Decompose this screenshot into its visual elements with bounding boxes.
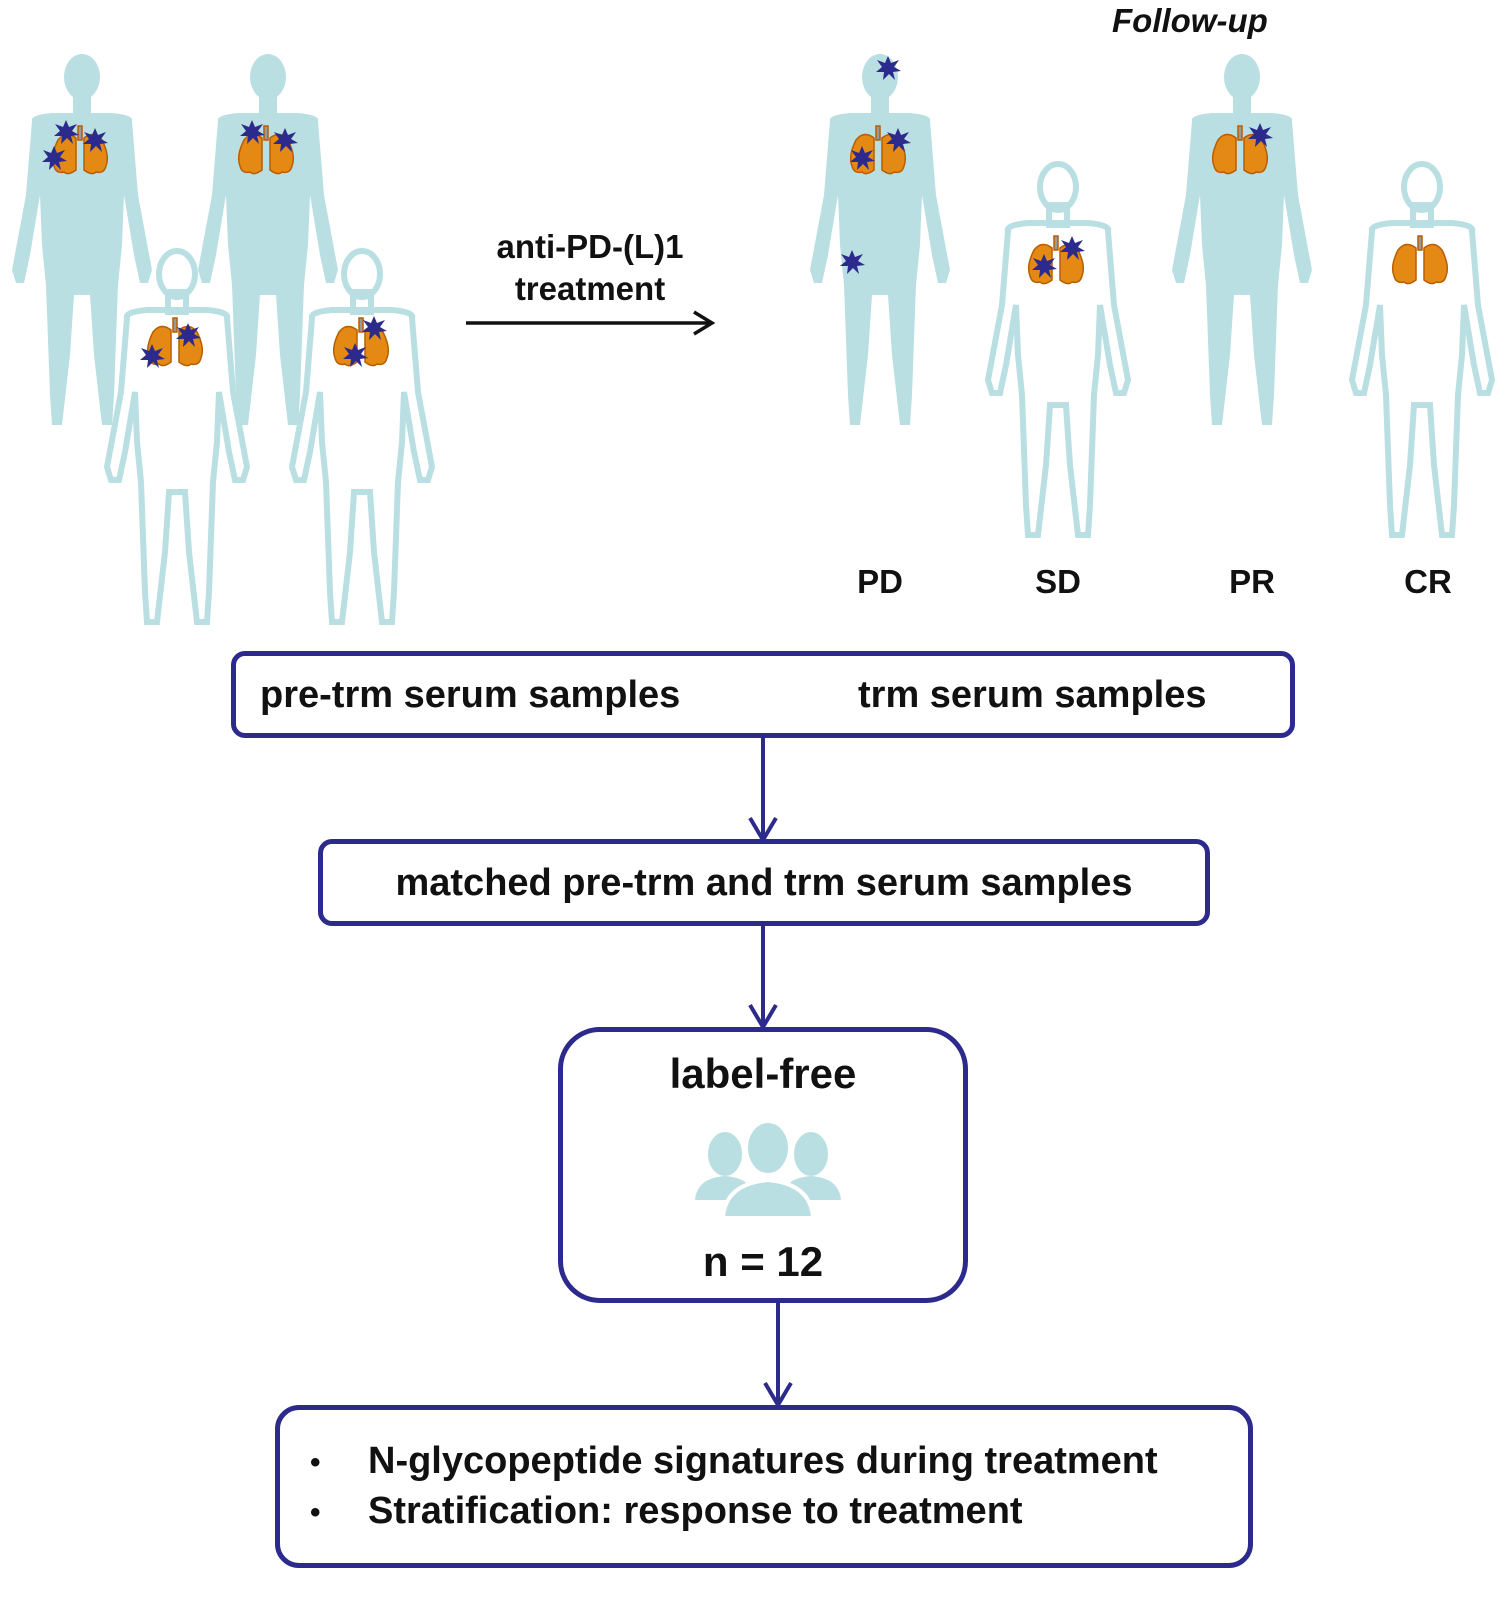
- patient-filled-1: [12, 54, 152, 425]
- outcome-label-cr: CR: [1404, 563, 1452, 600]
- trm-samples-label: trm serum samples: [858, 674, 1207, 716]
- bullet-dot-icon: •: [310, 1445, 321, 1479]
- outcome-label-pd: PD: [857, 563, 903, 600]
- outcome-label-sd: SD: [1035, 563, 1081, 600]
- group-people-icon: [695, 1120, 841, 1218]
- matched-samples-label: matched pre-trm and trm serum samples: [395, 862, 1133, 904]
- matched-samples-box: matched pre-trm and trm serum samples: [318, 839, 1210, 926]
- pre-trm-samples-label: pre-trm serum samples: [260, 674, 681, 716]
- treatment-label-line1: anti-PD-(L)1: [496, 228, 684, 265]
- patient-pd: [810, 54, 950, 425]
- treatment-label-line2: treatment: [514, 270, 666, 307]
- label-free-box: label-free n = 12: [558, 1027, 968, 1303]
- serum-samples-box: pre-trm serum samples trm serum samples: [231, 651, 1295, 738]
- result-bullet-1: • N-glycopeptide signatures during treatm…: [310, 1440, 1158, 1483]
- result-bullet-2-text: Stratification: response to treatment: [368, 1490, 1023, 1532]
- follow-up-label: Follow-up: [1112, 2, 1268, 39]
- treatment-label: anti-PD-(L)1 treatment: [470, 226, 710, 310]
- bullet-dot-icon: •: [310, 1495, 321, 1529]
- result-bullet-2: • Stratification: response to treatment: [310, 1490, 1023, 1533]
- patient-sd: [988, 164, 1128, 535]
- method-title: label-free: [669, 1050, 857, 1097]
- results-box: • N-glycopeptide signatures during treatm…: [275, 1405, 1253, 1568]
- outcome-label-pr: PR: [1229, 563, 1275, 600]
- patient-pr: [1172, 54, 1312, 425]
- patient-outline-1: [107, 251, 247, 622]
- treatment-arrow: [466, 310, 716, 336]
- patient-filled-2: [198, 54, 338, 425]
- patient-cr: [1352, 164, 1492, 535]
- patient-outline-2: [292, 251, 432, 622]
- result-bullet-1-text: N-glycopeptide signatures during treatme…: [368, 1440, 1158, 1482]
- sample-size-label: n = 12: [702, 1238, 824, 1285]
